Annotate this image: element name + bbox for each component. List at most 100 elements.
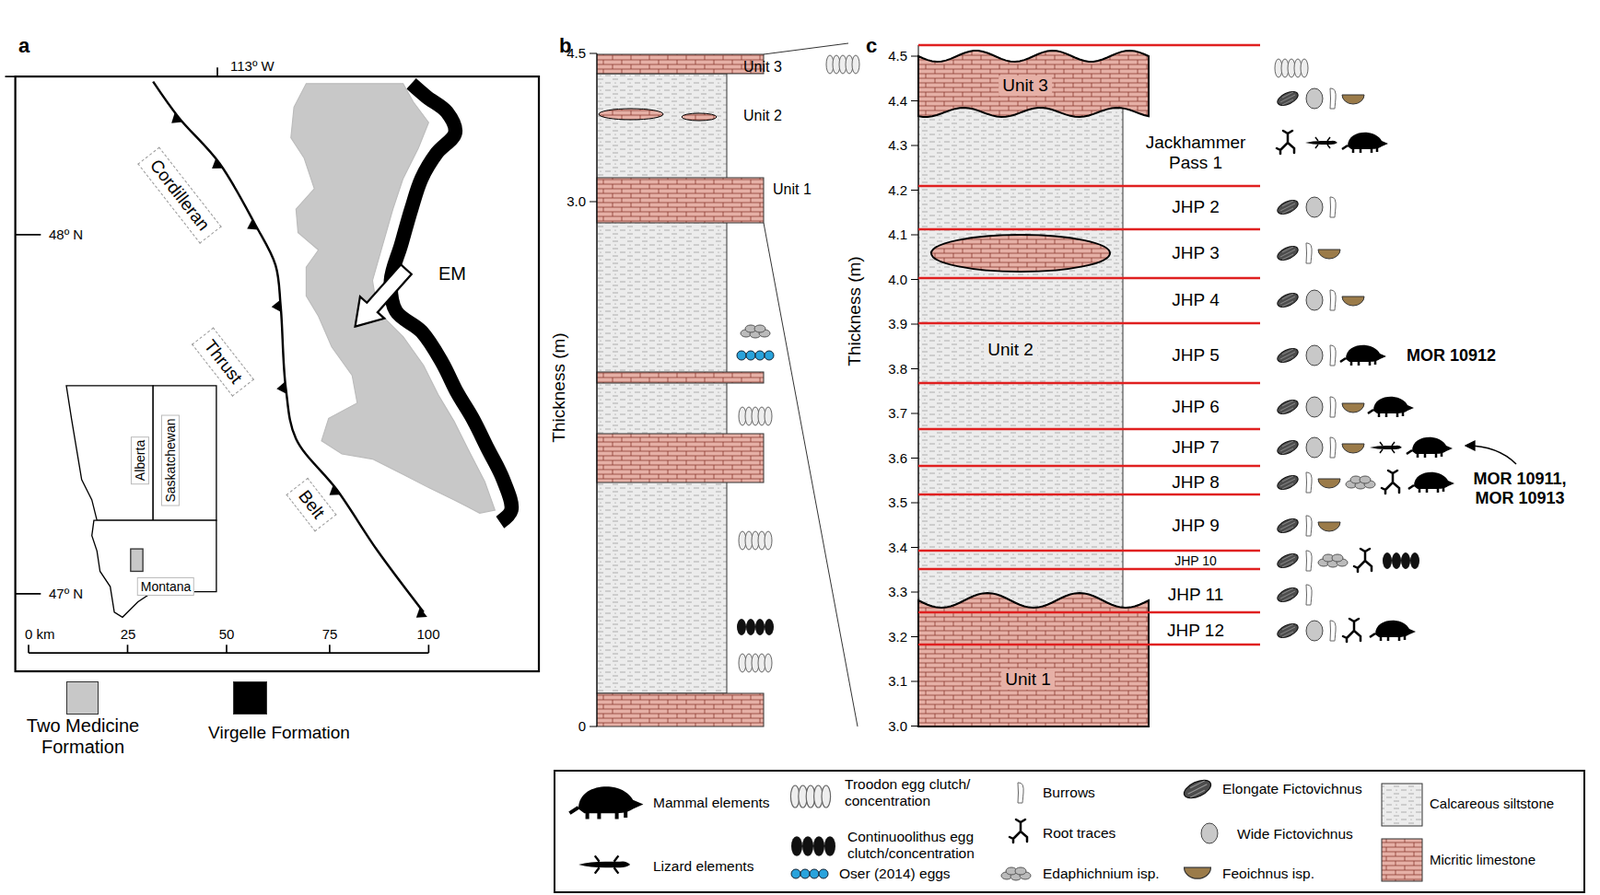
fossil-symbol bbox=[1274, 58, 1309, 78]
fossil-symbol bbox=[1184, 867, 1212, 879]
figure-part bbox=[1318, 522, 1341, 532]
figure-part bbox=[755, 350, 765, 361]
fossil-symbol bbox=[736, 350, 774, 361]
figure-part bbox=[1410, 552, 1420, 570]
unit-label: Unit 1 bbox=[1001, 669, 1055, 690]
thrust-tooth bbox=[171, 112, 183, 123]
fossil-column bbox=[736, 55, 1455, 673]
lithology-swatch bbox=[1381, 783, 1423, 827]
figure-part bbox=[1330, 88, 1336, 109]
interval-label: Jackhammer Pass 1 bbox=[1126, 132, 1265, 174]
interval-label: JHP 11 bbox=[1167, 584, 1225, 606]
leader-arrow bbox=[1466, 445, 1517, 465]
figure-part bbox=[1306, 620, 1323, 642]
sample-boundary bbox=[918, 611, 1261, 615]
node-text: Saskatchewan bbox=[163, 418, 178, 503]
figure-part bbox=[736, 618, 747, 636]
fossil-symbol bbox=[826, 55, 860, 74]
fossil-symbol bbox=[736, 618, 774, 636]
fossil-symbol bbox=[738, 531, 772, 550]
axis-label: Unit 1 bbox=[772, 181, 812, 199]
fossil-symbol bbox=[1275, 290, 1301, 310]
axis-label: 3.5 bbox=[887, 494, 908, 511]
fossil-symbol bbox=[1275, 550, 1301, 571]
axis-label: 4.2 bbox=[887, 182, 908, 199]
figure-part bbox=[764, 350, 774, 361]
axis-label: 100 bbox=[416, 626, 440, 643]
figure-part bbox=[746, 618, 756, 636]
axis-label: 3.8 bbox=[887, 361, 908, 377]
thrust-tooth bbox=[276, 381, 287, 394]
axis-label: Unit 3 bbox=[743, 58, 783, 76]
legend-text: Root traces bbox=[1042, 825, 1116, 842]
interval-label: JHP 2 bbox=[1171, 197, 1219, 218]
figure-part bbox=[1306, 243, 1312, 264]
fossil-symbol bbox=[1330, 620, 1336, 642]
figure-part bbox=[1330, 620, 1336, 642]
fossil-symbol bbox=[1381, 470, 1400, 494]
fossil-symbol bbox=[1330, 437, 1336, 458]
figure-part bbox=[1280, 349, 1296, 363]
fossil-symbol bbox=[1382, 552, 1420, 570]
figure-part bbox=[1391, 552, 1402, 570]
panel-letter: a bbox=[18, 34, 30, 58]
figure-part bbox=[598, 108, 664, 120]
figure-part bbox=[152, 385, 217, 521]
figure-part bbox=[1413, 472, 1455, 490]
sample-boundary bbox=[918, 493, 1261, 497]
fossil-symbol bbox=[1017, 782, 1024, 804]
figure-part bbox=[791, 869, 801, 879]
fossil-symbol bbox=[1408, 472, 1455, 493]
figure-part bbox=[681, 113, 717, 121]
unit-label: Unit 3 bbox=[998, 75, 1052, 96]
panel-letter: c bbox=[865, 34, 877, 58]
figure-part bbox=[1275, 472, 1301, 492]
node-text: Unit 1 bbox=[1004, 669, 1052, 690]
axis-label: 0 km bbox=[24, 626, 56, 643]
sample-boundary bbox=[918, 228, 1261, 232]
fossil-symbol bbox=[1306, 515, 1312, 537]
axis-label: Thickness (m) bbox=[844, 256, 865, 366]
inset-map bbox=[66, 385, 217, 619]
legend-text: Feoichnus isp. bbox=[1222, 865, 1315, 883]
legend-text: Virgelle Formation bbox=[208, 723, 351, 744]
figure-part bbox=[824, 836, 836, 857]
lithology-swatch bbox=[1381, 839, 1423, 882]
legend-text: Wide Fictovichnus bbox=[1237, 826, 1354, 843]
figure-part bbox=[1275, 290, 1301, 310]
fossil-symbol bbox=[1369, 620, 1416, 642]
figure-part bbox=[1280, 519, 1296, 533]
figure-part bbox=[1188, 781, 1208, 798]
limestone-bed bbox=[596, 693, 764, 727]
fossil-symbol bbox=[1275, 197, 1301, 217]
section-c bbox=[910, 45, 1517, 727]
figure-part bbox=[1280, 554, 1296, 568]
thrust-tooth bbox=[329, 484, 341, 495]
figure-part bbox=[589, 53, 597, 727]
axis-label: 4.4 bbox=[887, 93, 908, 109]
fossil-symbol bbox=[1306, 290, 1323, 311]
figure-part bbox=[1306, 515, 1312, 537]
fossil-symbol bbox=[1369, 442, 1402, 454]
fossil-symbol bbox=[1306, 345, 1323, 366]
figure-part bbox=[1354, 548, 1372, 573]
figure-part bbox=[764, 531, 772, 550]
figure-part bbox=[918, 105, 1123, 608]
figure-part bbox=[1306, 197, 1323, 218]
node-text: Unit 3 bbox=[1002, 75, 1049, 96]
figure-part bbox=[569, 807, 626, 820]
limestone-bed bbox=[918, 50, 1149, 117]
legend-swatch bbox=[66, 681, 99, 715]
sample-boundary bbox=[918, 322, 1261, 326]
unit-label: Unit 2 bbox=[983, 339, 1038, 361]
interval-label: JHP 3 bbox=[1171, 243, 1219, 264]
state-label-box: Alberta bbox=[130, 436, 150, 485]
figure-part bbox=[1181, 776, 1215, 802]
fossil-symbol bbox=[1275, 515, 1301, 536]
axis-label: 3.0 bbox=[887, 718, 908, 735]
figure-part bbox=[1280, 624, 1296, 638]
sample-boundary bbox=[918, 277, 1261, 281]
scale-bar bbox=[28, 644, 429, 654]
figure-part bbox=[1275, 243, 1301, 263]
